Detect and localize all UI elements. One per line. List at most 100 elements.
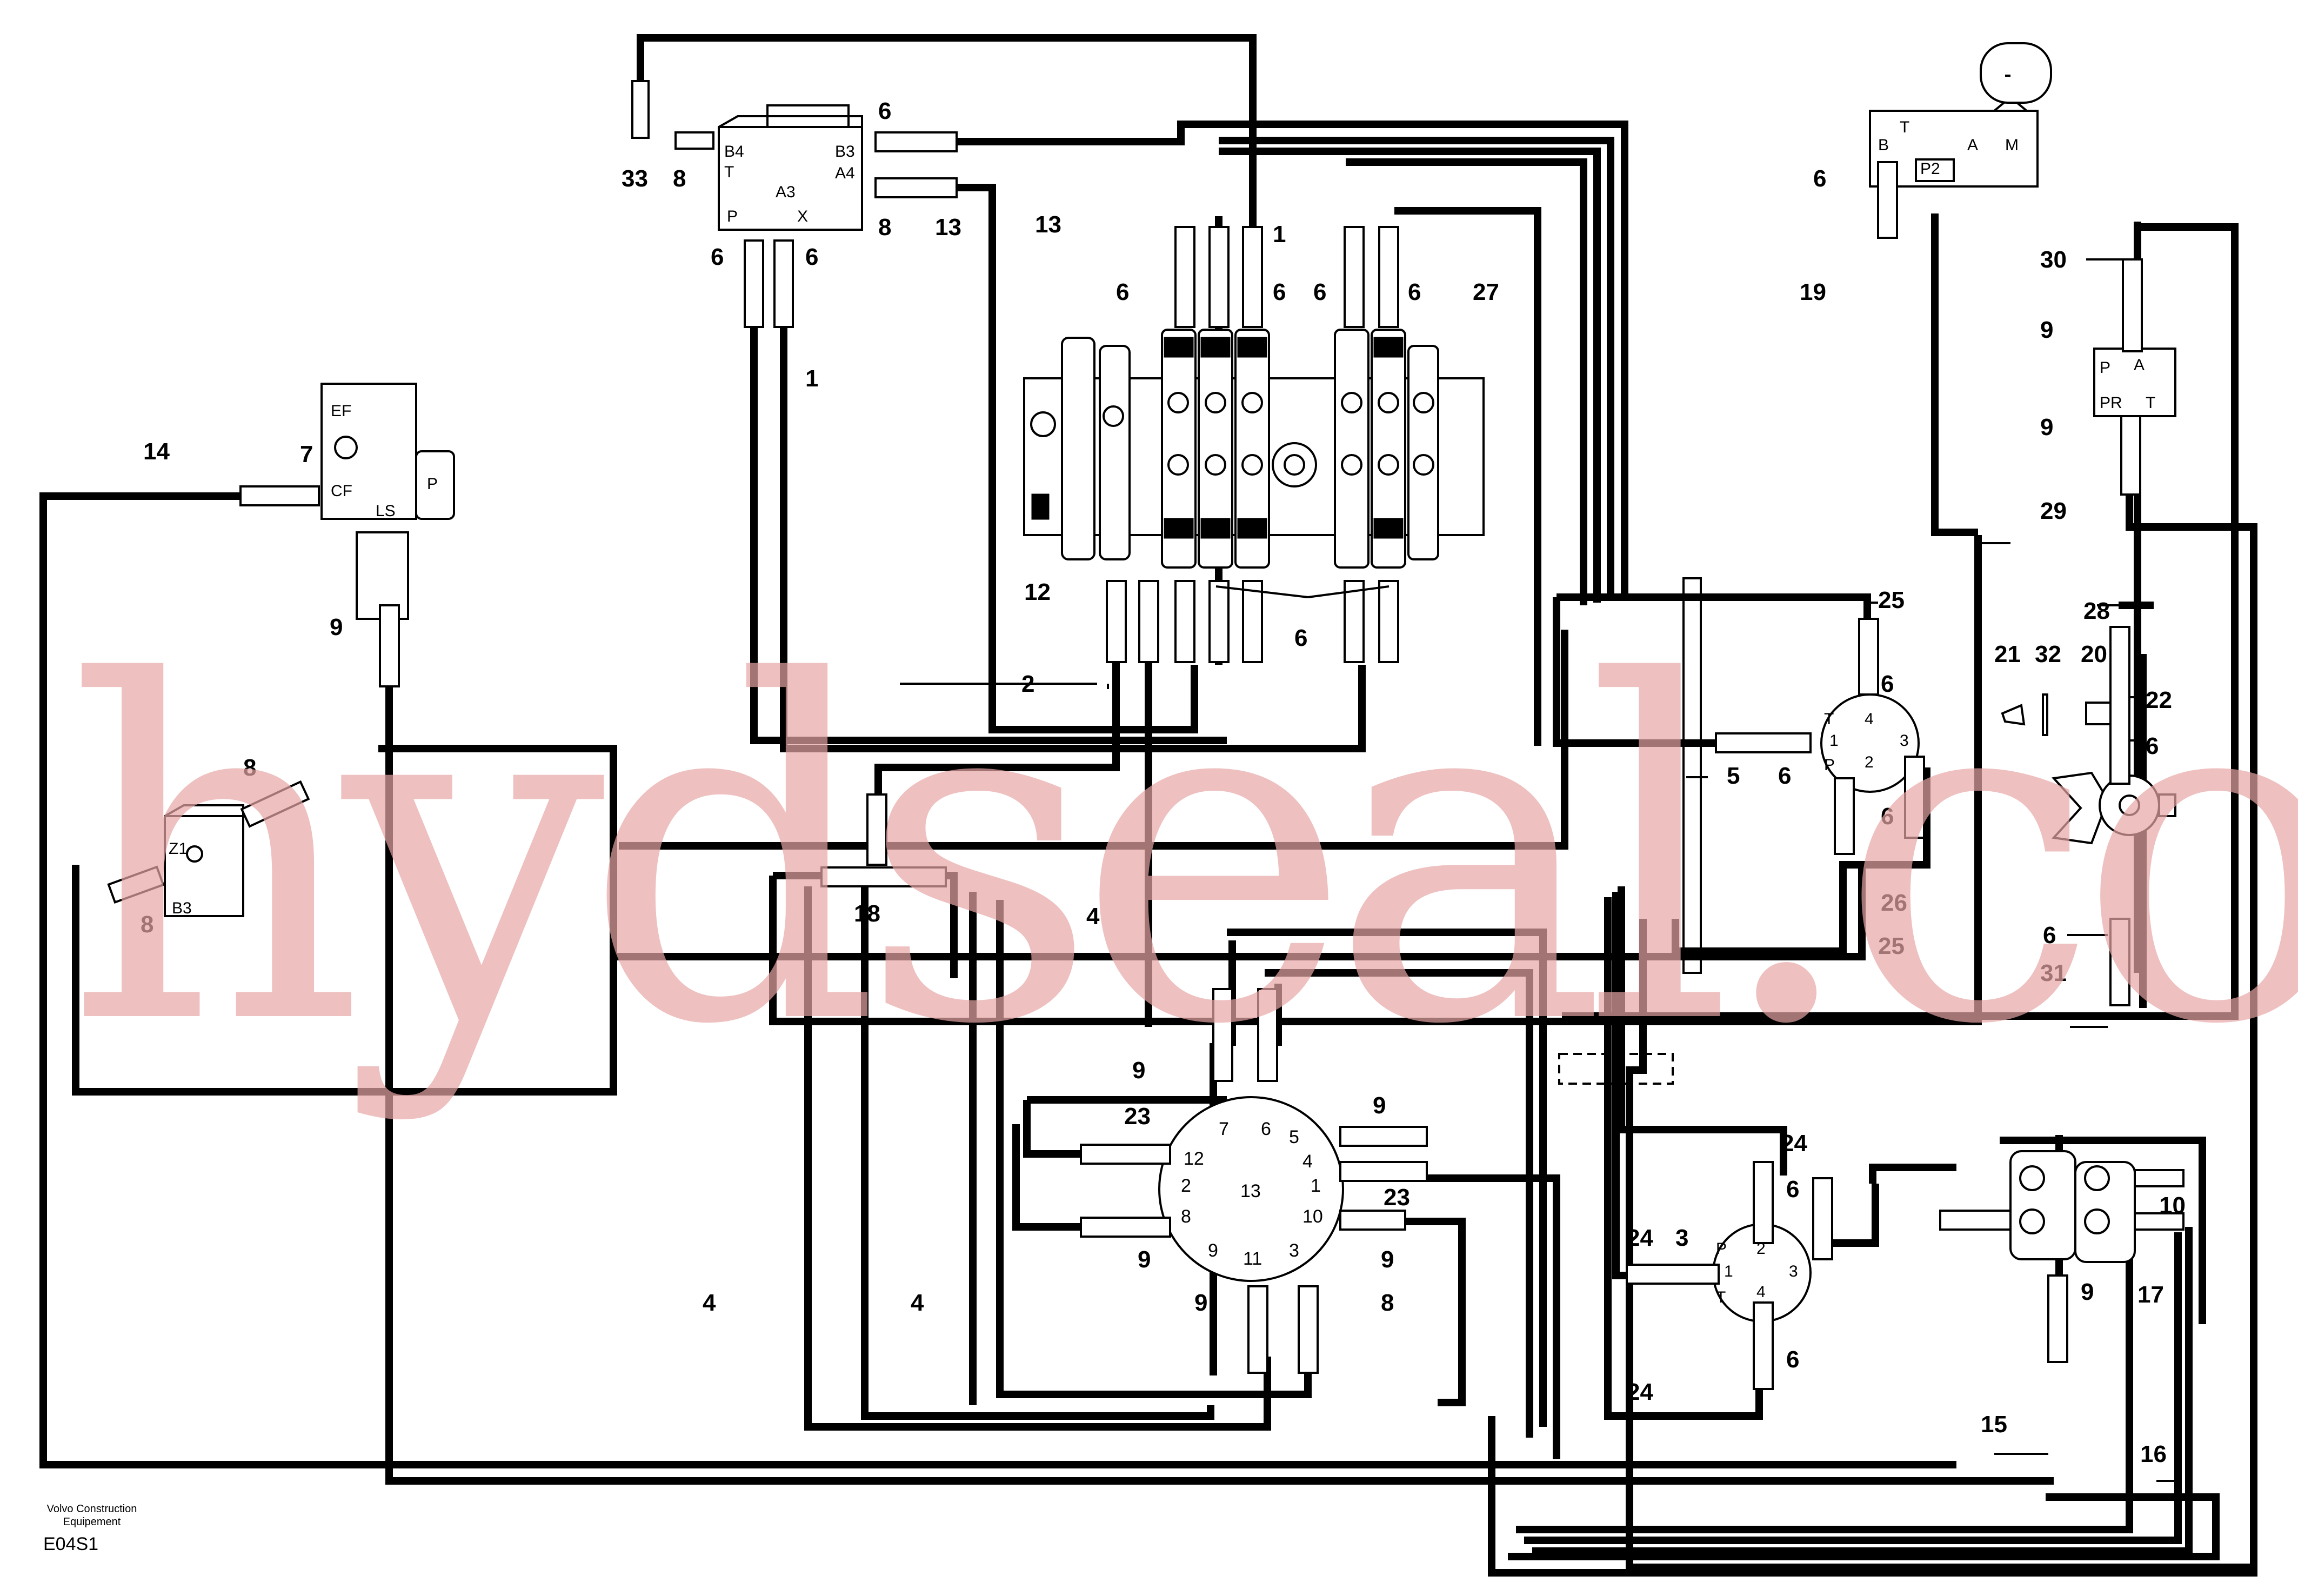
- sv2-port-4: 4: [1756, 1283, 1766, 1301]
- drawing-code: E04S1: [43, 1534, 99, 1554]
- control-valve-block-top: B4 T B3 A4 A3 P X: [718, 104, 863, 231]
- reference-outlines: [1558, 577, 1702, 1085]
- swivel-port-2: 2: [1181, 1176, 1191, 1196]
- callout-24b: 24: [1627, 1225, 1653, 1251]
- callout-7: 7: [300, 441, 313, 468]
- callout-14: 14: [143, 438, 170, 465]
- leader-lines: [900, 75, 2178, 1482]
- sv1-port-3: 3: [1900, 732, 1909, 750]
- callout-6l: 6: [1881, 803, 1894, 830]
- callout-8e: 8: [1381, 1290, 1394, 1316]
- manufacturer-line-1: Volvo Construction: [46, 1503, 137, 1515]
- swivel-port-11: 11: [1243, 1248, 1262, 1269]
- callout-6k: 6: [1778, 763, 1791, 789]
- callout-9f: 9: [1194, 1290, 1207, 1316]
- sv1-port-4: 4: [1865, 710, 1874, 728]
- watermark-text: hydseal.com: [65, 585, 2298, 1126]
- manufacturer-line-2: Equipement: [63, 1516, 121, 1528]
- callout-6p: 6: [1786, 1346, 1799, 1373]
- sv1-port-1: 1: [1829, 732, 1839, 750]
- callout-12: 12: [1024, 579, 1051, 605]
- callout-32: 32: [2035, 641, 2061, 667]
- callout-10: 10: [2159, 1192, 2186, 1219]
- callout-9g: 9: [2040, 317, 2053, 343]
- callout-4a: 4: [1086, 903, 1100, 930]
- bottom-right-valve: [2009, 1150, 2136, 1263]
- rotary-swivel-13: 13 2 1 7 6 5 4 12 8 10 9 11 3: [1158, 1096, 1344, 1282]
- swivel-port-4: 4: [1302, 1151, 1313, 1172]
- callout-8d: 8: [141, 911, 153, 938]
- callout-9d: 9: [1138, 1246, 1151, 1273]
- callout-6e: 6: [1273, 279, 1286, 305]
- swivel-port-13: 13: [1240, 1181, 1261, 1201]
- sv1-port-p: P: [1824, 756, 1835, 774]
- sv1-port-t: T: [1824, 710, 1834, 728]
- swivel-port-10: 10: [1302, 1206, 1323, 1227]
- callout-30: 30: [2040, 246, 2067, 273]
- callout-9e: 9: [1381, 1246, 1394, 1273]
- callout-6m: 6: [2146, 733, 2159, 759]
- callout-6j: 6: [1881, 671, 1894, 697]
- port-a-jp: A: [2134, 356, 2145, 374]
- callout-17: 17: [2137, 1281, 2164, 1308]
- callout-9c: 9: [1373, 1092, 1386, 1119]
- priority-valve: EF CF LS P: [320, 383, 455, 620]
- callout-19: 19: [1800, 279, 1826, 305]
- callout-1b: 1: [1273, 221, 1286, 248]
- callout-25a: 25: [1878, 587, 1905, 613]
- callout-6c: 6: [805, 244, 818, 270]
- port-a4: A4: [835, 164, 855, 182]
- port-a-top: A: [1967, 136, 1978, 154]
- callout-6b: 6: [711, 244, 724, 270]
- swivel-port-8: 8: [1181, 1206, 1191, 1227]
- callout-26: 26: [1881, 890, 1907, 916]
- port-t-top: T: [1900, 118, 1909, 136]
- callout-4c: 4: [911, 1290, 924, 1316]
- callout-13a: 13: [935, 214, 961, 241]
- callout-6o: 6: [1786, 1176, 1799, 1203]
- port-ls: LS: [376, 502, 396, 520]
- pedal-valve-right: [2051, 771, 2176, 845]
- main-control-valve-bank: [1023, 329, 1485, 569]
- callout-6n: 6: [2043, 922, 2056, 949]
- callout-9b: 9: [1132, 1057, 1145, 1084]
- port-p-priority: P: [427, 475, 438, 493]
- callout-23a: 23: [1124, 1103, 1151, 1130]
- callout-2: 2: [1021, 671, 1034, 697]
- callout-8a: 8: [673, 165, 686, 192]
- callout-6h: 6: [1294, 625, 1307, 651]
- sv2-port-p: P: [1716, 1240, 1727, 1258]
- callout-16: 16: [2140, 1441, 2167, 1467]
- callout-13b: 13: [1035, 211, 1061, 238]
- swivel-port-1: 1: [1311, 1176, 1321, 1196]
- port-t: T: [724, 163, 734, 181]
- swivel-port-7: 7: [1219, 1119, 1229, 1139]
- callout-6g: 6: [1408, 279, 1421, 305]
- callout-4b: 4: [703, 1290, 716, 1316]
- swivel-port-3: 3: [1289, 1240, 1299, 1261]
- callout-33: 33: [622, 165, 648, 192]
- footer: Volvo Construction Equipement E04S1: [43, 1502, 141, 1555]
- callout-21: 21: [1994, 641, 2021, 667]
- callout-3: 3: [1675, 1225, 1688, 1251]
- port-b4: B4: [724, 143, 744, 161]
- callout-27: 27: [1473, 279, 1499, 305]
- sv2-port-3: 3: [1789, 1263, 1798, 1280]
- port-m-top: M: [2005, 136, 2019, 154]
- sv2-port-1: 1: [1724, 1263, 1733, 1280]
- callout-23b: 23: [1384, 1184, 1410, 1211]
- callout-5: 5: [1727, 763, 1740, 789]
- callout-6i: 6: [1813, 165, 1826, 192]
- callout-8c: 8: [243, 754, 256, 781]
- hose-fittings: [107, 80, 2185, 1390]
- port-b3: B3: [835, 143, 855, 161]
- swivel-port-5: 5: [1289, 1127, 1299, 1147]
- left-small-valve: Z1 B3: [164, 804, 244, 917]
- callout-24a: 24: [1781, 1130, 1807, 1157]
- callout-20: 20: [2081, 641, 2107, 667]
- hose-lines: [39, 34, 2257, 1577]
- swivel-port-6: 6: [1261, 1119, 1271, 1139]
- port-a3: A3: [776, 183, 796, 201]
